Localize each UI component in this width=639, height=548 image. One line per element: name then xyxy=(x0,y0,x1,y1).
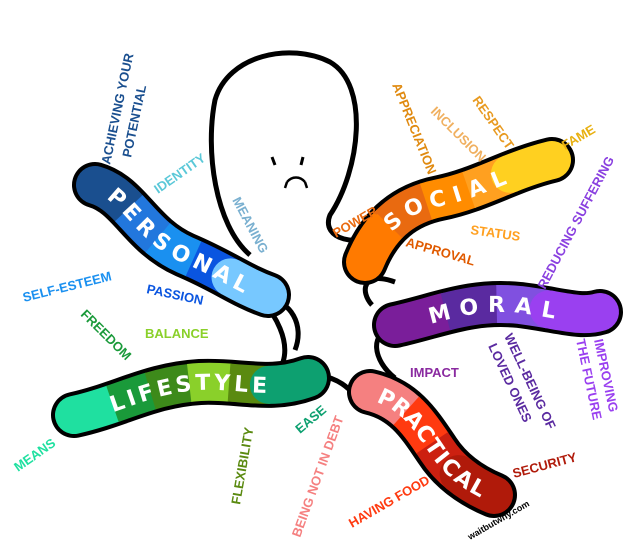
label-self-esteem: SELF-ESTEEM xyxy=(21,268,113,305)
tentacle-segment xyxy=(351,373,513,514)
tentacle-practical: PRACTICAL xyxy=(347,369,517,518)
tentacle-segment xyxy=(346,141,571,281)
tentacle-moral: MORAL xyxy=(372,281,623,348)
label-approval: APPROVAL xyxy=(404,234,477,268)
label-having-food: HAVING FOOD xyxy=(346,472,432,530)
left-eye xyxy=(270,156,277,166)
tentacle-segment xyxy=(376,285,619,344)
tentacle-segment xyxy=(364,373,502,513)
label-impact: IMPACT xyxy=(410,365,459,380)
tentacle-social: SOCIAL xyxy=(342,137,575,285)
tentacle-segment xyxy=(55,359,327,434)
tentacle-segment xyxy=(69,359,315,434)
tentacle-segment xyxy=(55,359,327,434)
label-identity: IDENTITY xyxy=(151,150,208,196)
tentacle-segment xyxy=(351,373,513,514)
label-balance: BALANCE xyxy=(145,326,209,341)
tentacle-word-practical: PRACTICAL xyxy=(373,384,490,503)
face xyxy=(270,156,309,189)
label-being-not-in-debt: BEING NOT IN DEBT xyxy=(289,414,347,539)
tentacle-segment xyxy=(88,166,275,313)
label-appreciation: APPRECIATION xyxy=(389,81,439,177)
tentacle-segment xyxy=(76,166,287,314)
tentacle-segment xyxy=(347,141,557,270)
label-flexibility: FLEXIBILITY xyxy=(228,426,256,506)
label-fame: FAME xyxy=(559,121,598,152)
tentacle-lifestyle: LIFESTYLE xyxy=(51,355,331,438)
label-ease: EASE xyxy=(292,402,329,436)
label-freedom: FREEDOM xyxy=(78,307,135,364)
label-status: STATUS xyxy=(470,222,522,244)
label-security: SECURITY xyxy=(511,449,579,481)
label-means: MEANS xyxy=(11,435,58,474)
tentacle-segment xyxy=(376,285,619,344)
right-eye xyxy=(299,156,305,166)
tentacle-segment xyxy=(76,166,287,314)
mouth xyxy=(283,176,309,189)
tentacle-segment xyxy=(390,285,606,344)
tentacle-segment xyxy=(346,141,571,281)
